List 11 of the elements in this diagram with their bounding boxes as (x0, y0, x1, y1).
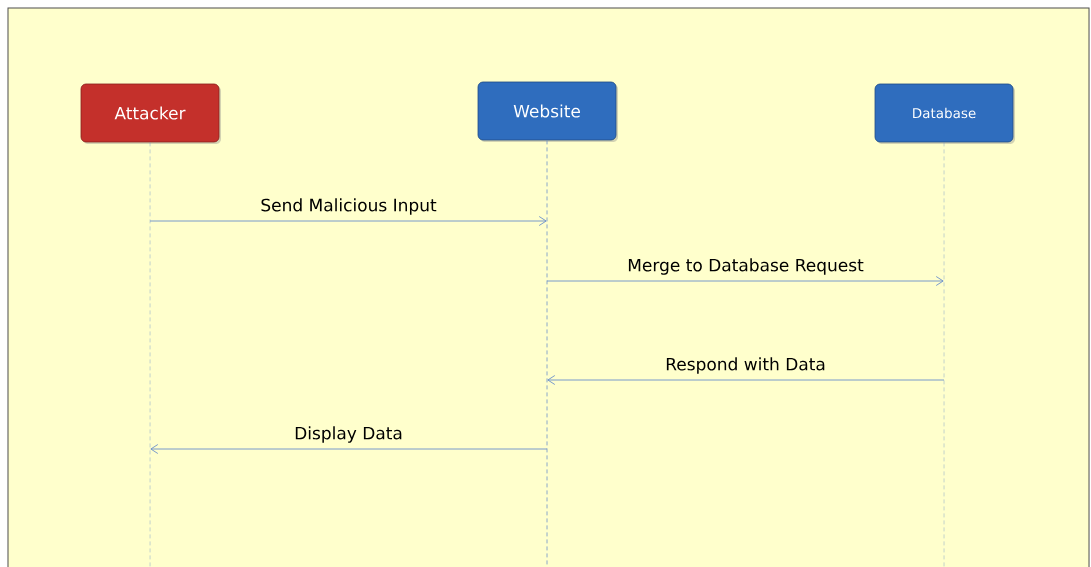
message-label: Display Data (295, 426, 402, 443)
actor-box: Attacker (80, 83, 221, 144)
message-arrow (546, 276, 944, 286)
message-arrow (150, 444, 548, 454)
message-arrow (149, 216, 547, 226)
actor-box: Database (874, 83, 1015, 144)
message-label: Merge to Database Request (628, 258, 864, 275)
message-label: Send Malicious Input (261, 198, 437, 215)
message-label: Respond with Data (666, 357, 825, 374)
message-arrow (547, 375, 945, 385)
actor-box: Website (477, 81, 618, 142)
